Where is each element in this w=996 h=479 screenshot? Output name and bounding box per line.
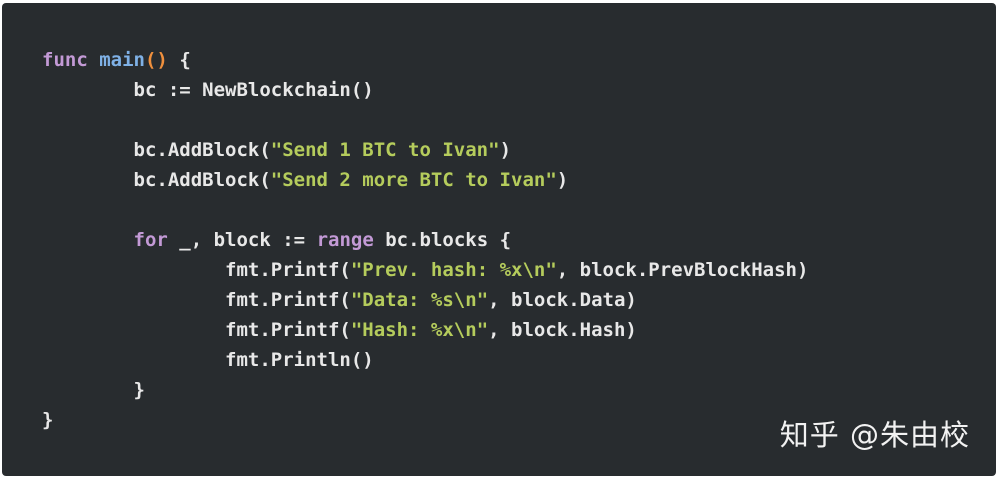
code-line: func main() { [42,45,808,75]
code-line [42,195,808,225]
code-token: func [42,49,88,71]
code-token: _, block := [167,229,317,251]
code-token: bc.blocks { [373,229,512,251]
code-token: "Send 2 more BTC to Ivan" [270,169,557,191]
code-token: , block.Data) [488,289,637,311]
code-token: fmt.Printf( [42,319,351,341]
code-token: bc.AddBlock( [42,139,271,161]
code-token: ) [556,169,569,191]
code-line: bc.AddBlock("Send 1 BTC to Ivan") [42,135,808,165]
code-token: "Prev. hash: %x\n" [350,259,557,281]
code-line [42,105,808,135]
code-token: { [167,49,191,71]
code-line: fmt.Printf("Data: %s\n", block.Data) [42,285,808,315]
code-line: fmt.Printf("Hash: %x\n", block.Hash) [42,315,808,345]
code-token: bc.AddBlock( [42,169,271,191]
code-line: for _, block := range bc.blocks { [42,225,808,255]
code-token: range [316,229,374,251]
code-line: bc := NewBlockchain() [42,75,808,105]
code-token: , block.PrevBlockHash) [556,259,809,281]
code-token: } [42,409,54,431]
code-text: func main() { bc := NewBlockchain() bc.A… [42,45,808,435]
code-token: main [99,49,145,71]
code-token [42,229,134,251]
code-token: fmt.Printf( [42,259,351,281]
code-line: fmt.Printf("Prev. hash: %x\n", block.Pre… [42,255,808,285]
code-line: } [42,375,808,405]
code-token [88,49,99,71]
zhihu-watermark: 知乎 @朱由校 [779,418,970,452]
code-line: bc.AddBlock("Send 2 more BTC to Ivan") [42,165,808,195]
code-line: } [42,405,808,435]
code-token: "Hash: %x\n" [350,319,489,341]
code-token: fmt.Println() [42,349,374,371]
code-token: for [133,229,168,251]
code-token: () [144,49,168,71]
code-token: "Send 1 BTC to Ivan" [270,139,500,161]
code-token: ) [499,139,512,161]
code-token: "Data: %s\n" [350,289,489,311]
code-token: , block.Hash) [488,319,637,341]
code-token: } [42,379,145,401]
code-token: fmt.Printf( [42,289,351,311]
code-block: func main() { bc := NewBlockchain() bc.A… [2,3,996,476]
code-line: fmt.Println() [42,345,808,375]
code-token: bc := NewBlockchain() [42,79,374,101]
